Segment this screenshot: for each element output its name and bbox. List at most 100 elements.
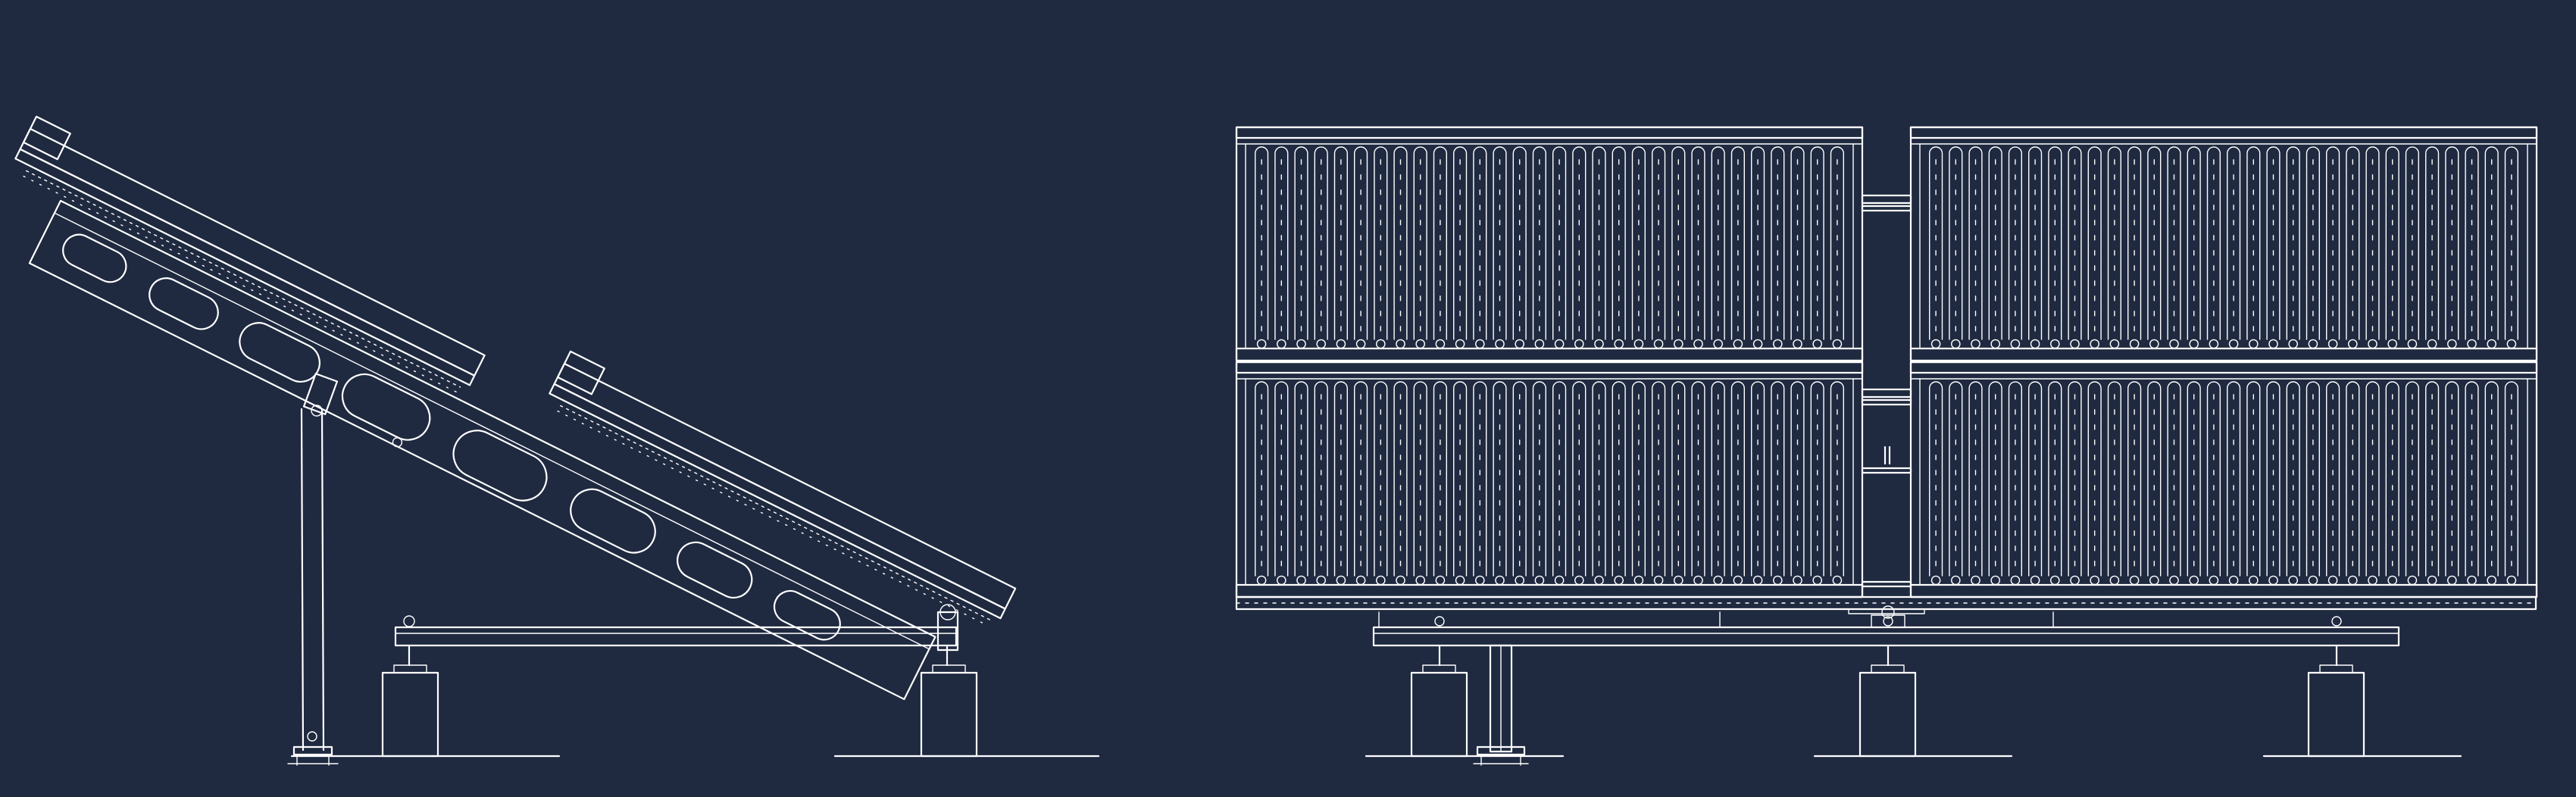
tube-end-cap (1355, 339, 1366, 349)
tube-end-cap (1515, 339, 1524, 349)
tube-end-cap (2268, 575, 2278, 586)
vacuum-tube (2306, 381, 2320, 577)
vacuum-tube (1612, 146, 1626, 340)
vacuum-tube (2346, 381, 2360, 577)
vacuum-tube (2127, 146, 2142, 340)
tube-end-cap (1793, 339, 1802, 349)
tube-end-cap (1277, 339, 1286, 349)
vacuum-tube (2127, 381, 2142, 577)
vacuum-tube (1949, 381, 1963, 577)
tube-end-cap (1832, 575, 1843, 586)
vacuum-tube (2147, 381, 2162, 577)
tube-end-cap (2288, 339, 2298, 349)
tube-end-cap (2030, 575, 2040, 586)
tube-end-cap (2109, 339, 2120, 349)
tube-end-cap (2050, 339, 2060, 349)
vacuum-tube (1751, 146, 1765, 340)
vacuum-tube (1949, 146, 1963, 340)
vacuum-tube (1592, 146, 1606, 340)
vacuum-tube (2107, 146, 2121, 340)
tube-end-cap (1396, 339, 1405, 349)
collector-module (1909, 361, 2538, 599)
collector-header (1909, 126, 2538, 139)
vacuum-tube (2246, 146, 2261, 340)
vacuum-tube (1433, 146, 1447, 340)
vacuum-tube (1790, 146, 1805, 340)
vacuum-tube (2008, 381, 2022, 577)
vacuum-tube (1393, 146, 1408, 340)
tube-end-cap (1475, 575, 1485, 586)
collector-bottom-bar (1235, 347, 1864, 362)
vacuum-tube (2187, 146, 2201, 340)
tube-end-cap (1733, 575, 1743, 586)
tube-end-cap (1396, 575, 1405, 586)
vacuum-tube (1453, 381, 1468, 577)
vacuum-tube (2326, 146, 2340, 340)
vacuum-tube (1968, 381, 1983, 577)
collector-header (1235, 361, 1864, 374)
vacuum-tube (1691, 146, 1705, 340)
collector-frame (1909, 361, 2538, 599)
tube-end-cap (2368, 339, 2377, 349)
vacuum-tube (1493, 381, 1507, 577)
vacuum-tube (2465, 381, 2479, 577)
vacuum-tube (2087, 381, 2102, 577)
tube-end-cap (1653, 575, 1664, 586)
tube-end-cap (2427, 575, 2437, 586)
front-support-post (1473, 644, 1529, 766)
vacuum-tube (1393, 381, 1408, 577)
tube-end-cap (2427, 339, 2437, 349)
tube-end-cap (1554, 575, 1565, 586)
tube-end-cap (1594, 339, 1604, 349)
vacuum-tube (1830, 381, 1844, 577)
side-elevation-view (14, 115, 1100, 766)
tube-end-cap (1515, 575, 1524, 586)
vacuum-tube (2385, 146, 2399, 340)
tube-end-cap (1475, 339, 1485, 349)
vacuum-tube (1532, 381, 1546, 577)
vacuum-tube (2147, 146, 2162, 340)
collector-array (1235, 126, 2538, 599)
vacuum-tube (2326, 381, 2340, 577)
tube-end-cap (1455, 339, 1465, 349)
tube-end-cap (1296, 339, 1306, 349)
tube-end-cap (2090, 339, 2099, 349)
collector-bottom-bar (1235, 583, 1864, 599)
vacuum-tube (1274, 146, 1289, 340)
tube-end-cap (1336, 339, 1346, 349)
tube-end-cap (1674, 339, 1683, 349)
vacuum-tube (2385, 381, 2399, 577)
collector-frame (1235, 361, 1864, 599)
vacuum-tube (2068, 146, 2082, 340)
vacuum-tube (1354, 146, 1368, 340)
tube-end-cap (1812, 575, 1822, 586)
tube-end-cap (1376, 575, 1386, 586)
tube-end-cap (1951, 575, 1961, 586)
tube-end-cap (1277, 575, 1286, 586)
vacuum-tube (1473, 381, 1487, 577)
vacuum-tube (1453, 146, 1468, 340)
vacuum-tube (2445, 381, 2459, 577)
tube-end-cap (2189, 575, 2199, 586)
vacuum-tube (1572, 381, 1587, 577)
tube-end-cap (1990, 575, 2000, 586)
vacuum-tube (1374, 146, 1388, 340)
vacuum-tube (1730, 381, 1745, 577)
tube-end-cap (1752, 339, 1763, 349)
tube-end-cap (1713, 575, 1723, 586)
vacuum-tube (2008, 146, 2022, 340)
tube-end-cap (2129, 339, 2140, 349)
tube-end-cap (2268, 339, 2278, 349)
vacuum-tube (1433, 381, 1447, 577)
front-footing-1 (1410, 664, 1468, 758)
vacuum-tube (1691, 381, 1705, 577)
vacuum-tube (1552, 381, 1567, 577)
vacuum-tube (1790, 381, 1805, 577)
tube-end-cap (2228, 339, 2239, 349)
tube-end-cap (1693, 575, 1703, 586)
vacuum-tube (2465, 146, 2479, 340)
beam-window-slots (62, 233, 841, 641)
collector-bottom-bar (1909, 347, 2538, 362)
vacuum-tube (1652, 381, 1666, 577)
